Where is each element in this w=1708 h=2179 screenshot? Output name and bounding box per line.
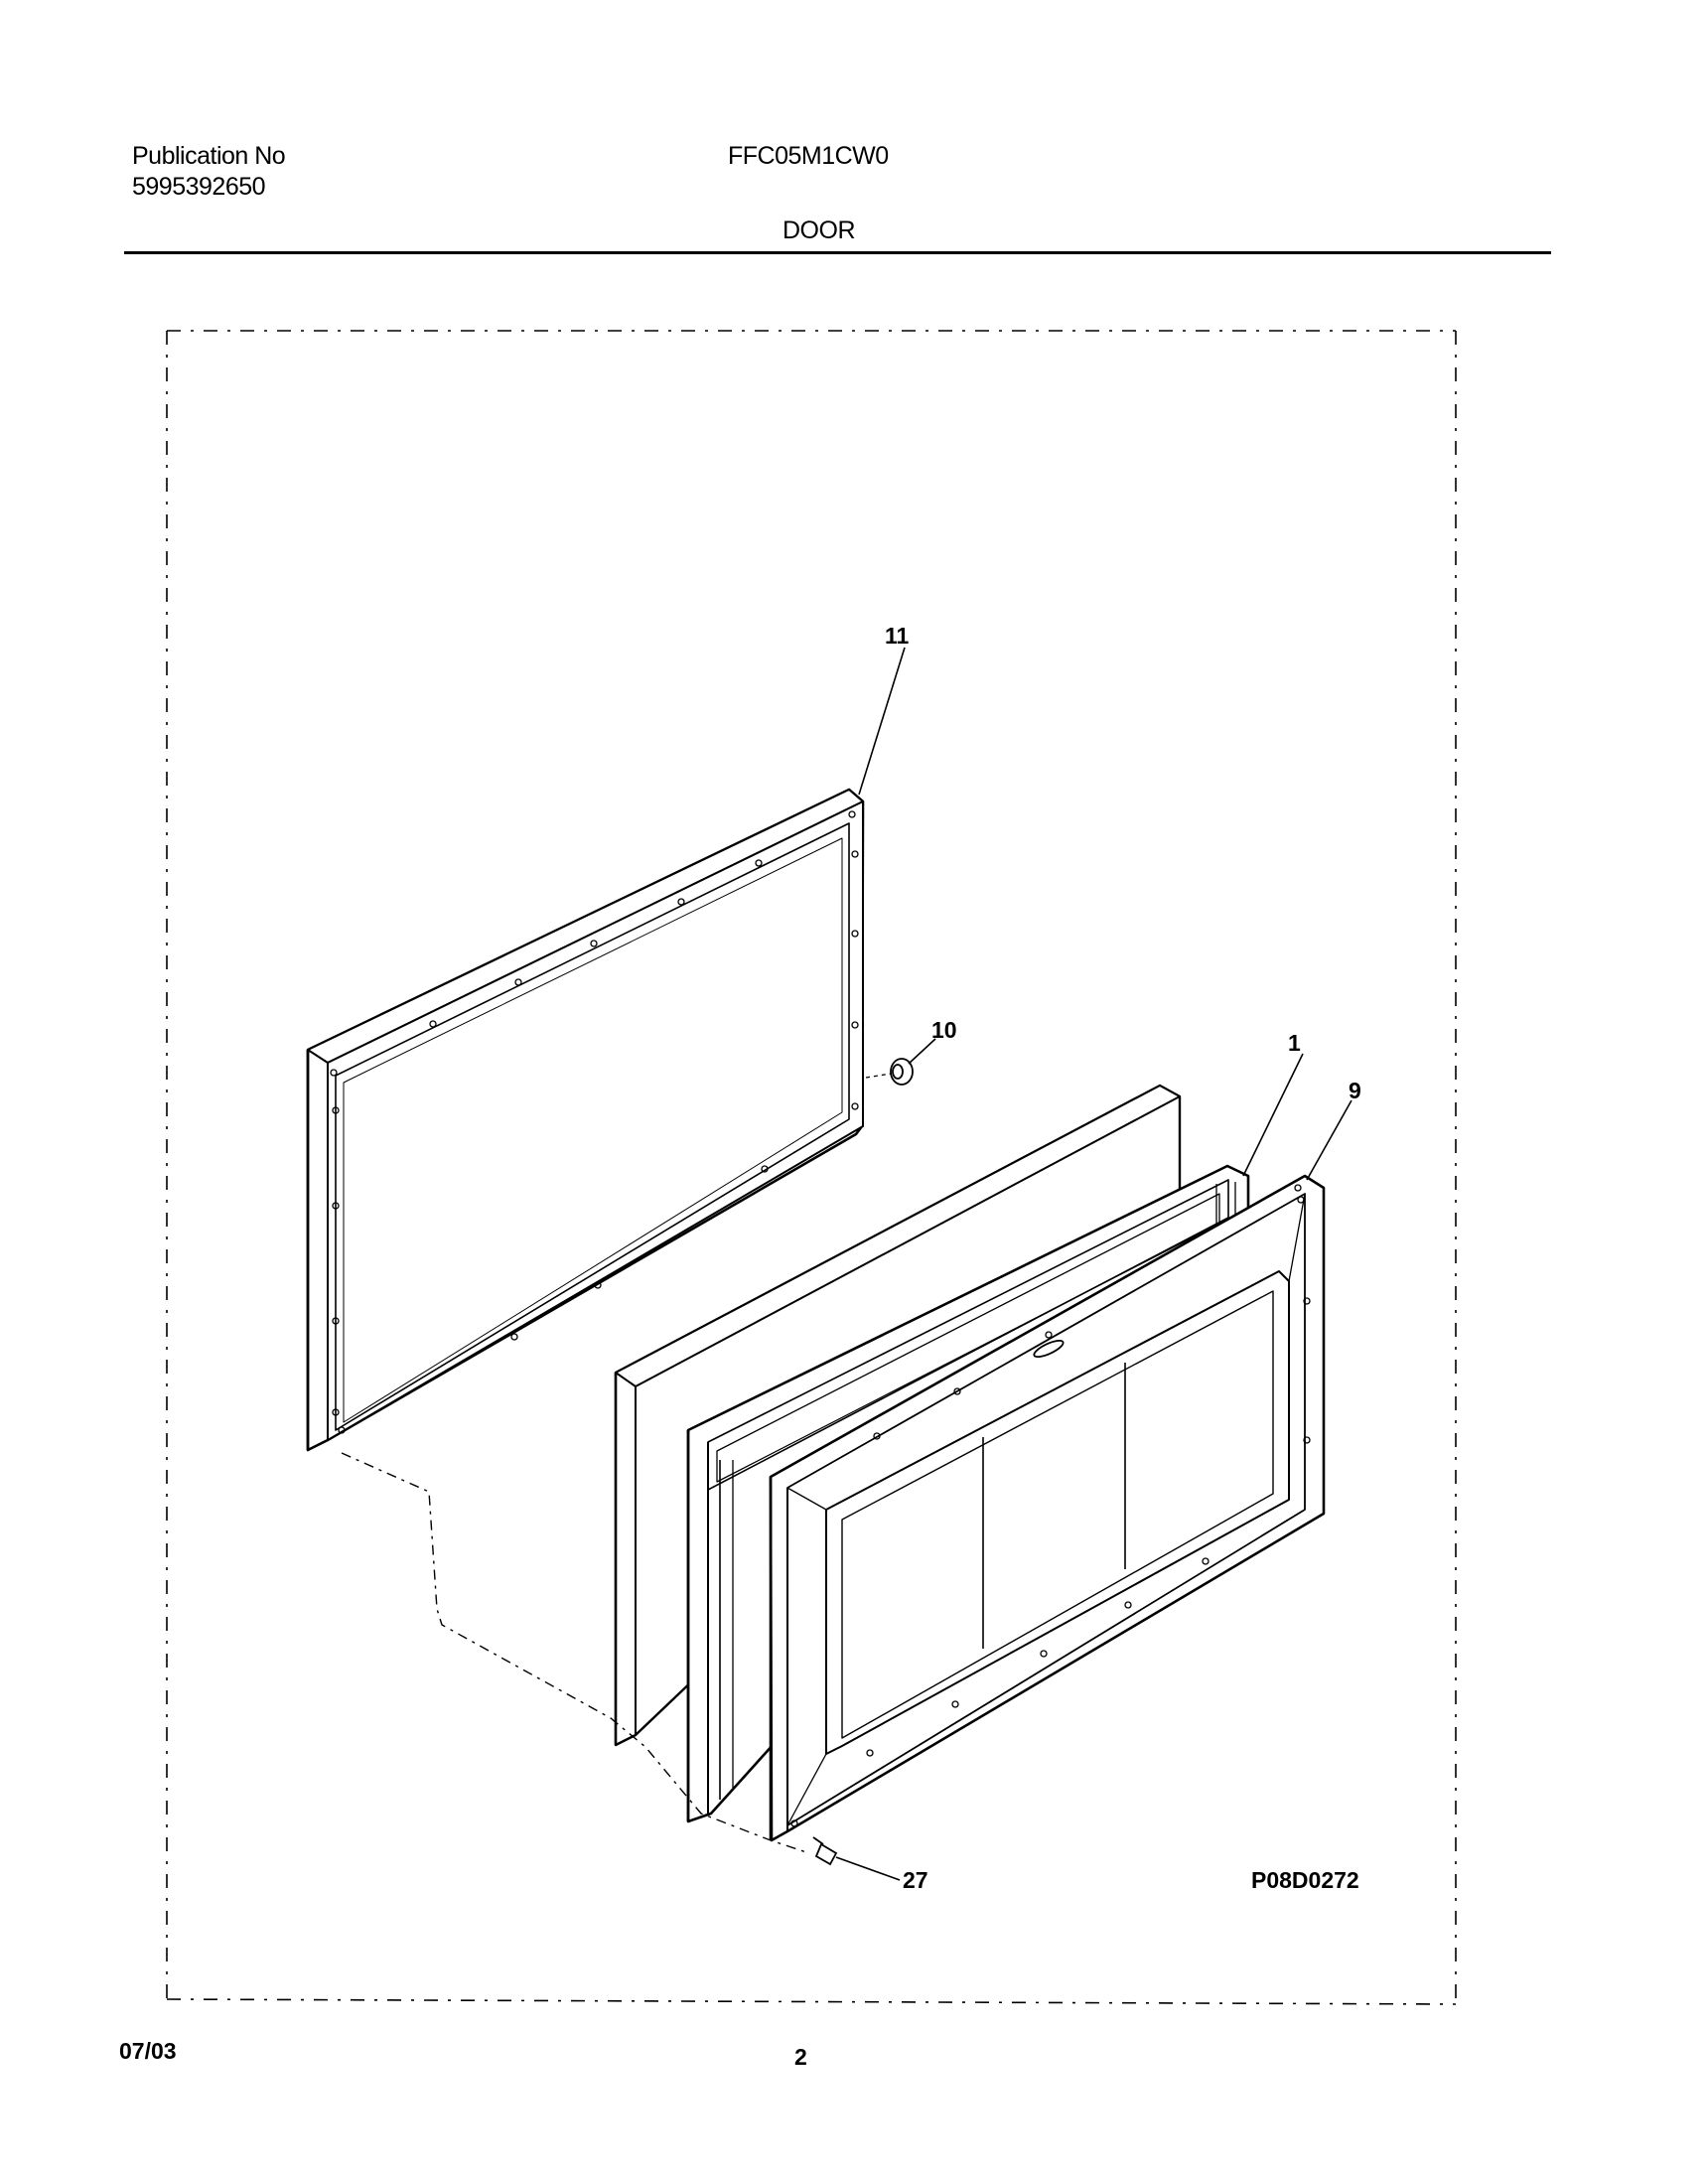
page-number: 2 [794,2044,807,2070]
callout-part-1: 1 [1288,1030,1301,1056]
callout-part-10: 10 [931,1017,957,1043]
inner-door-panel [306,788,865,1452]
section-title: DOOR [783,217,856,244]
outer-door-panel [769,1174,1326,1842]
callout-part-11: 11 [885,623,910,649]
publication-label: Publication No [132,142,286,170]
inner-door-panel-holes [330,810,859,1434]
callout-part-9: 9 [1349,1078,1361,1103]
leader-lines [835,647,1352,1881]
drawing-code: P08D0272 [1251,1867,1359,1893]
header-divider [124,251,1551,254]
publication-number: 5995392650 [132,173,266,201]
screw-part [812,1836,838,1866]
diagram-frame [166,330,1457,2005]
outer-door-panel-holes [790,1184,1311,1827]
footer-date: 07/03 [119,2038,177,2064]
alignment-lines [341,1452,810,1854]
callout-part-27: 27 [903,1867,928,1893]
model-number: FFC05M1CW0 [728,142,889,170]
hinge-plug-part [865,1058,914,1086]
